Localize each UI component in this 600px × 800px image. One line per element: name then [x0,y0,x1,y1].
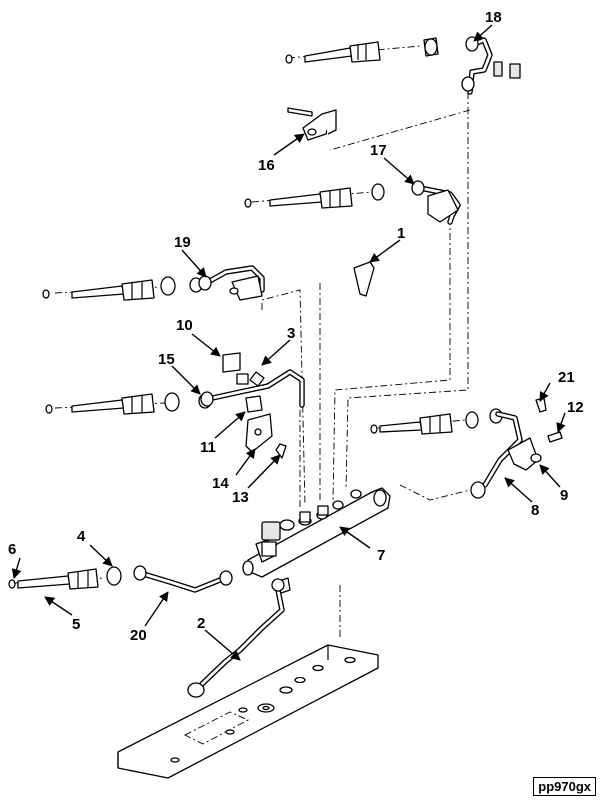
callout-17: 17 [370,142,387,159]
callout-1: 1 [397,225,405,242]
callout-16: 16 [258,157,275,174]
injector-4 [45,392,212,415]
callout-14: 14 [212,475,229,492]
injector-3 [42,276,203,301]
figure-id-label: pp970gx [533,777,596,796]
callout-5: 5 [72,616,80,633]
callout-6: 6 [8,541,16,558]
callout-21: 21 [558,369,575,386]
callout-12: 12 [567,399,584,416]
phantom-lines [14,45,471,640]
brackets-and-hardware [222,61,563,471]
mounting-plate [117,644,379,779]
callout-11: 11 [200,439,216,456]
injector-5 [370,408,503,435]
injector-1 [285,37,439,64]
callout-8: 8 [531,502,539,519]
callout-7: 7 [377,547,385,564]
callout-4: 4 [77,528,86,545]
callout-2: 2 [197,615,205,632]
leader-lines [11,24,566,661]
callout-19: 19 [174,234,191,251]
callout-9: 9 [560,487,568,504]
callout-numbers: 1 2 3 4 5 6 7 8 9 10 11 12 13 14 15 16 1… [8,9,584,644]
callout-15: 15 [158,351,175,368]
callout-10: 10 [176,317,193,334]
fuel-rail [242,487,391,595]
callout-3: 3 [287,325,295,342]
callout-13: 13 [232,489,249,506]
callout-18: 18 [485,9,502,26]
injector-6 [8,566,122,590]
fuel-tubes [137,37,523,687]
callout-20: 20 [130,627,147,644]
injector-2 [244,183,385,209]
